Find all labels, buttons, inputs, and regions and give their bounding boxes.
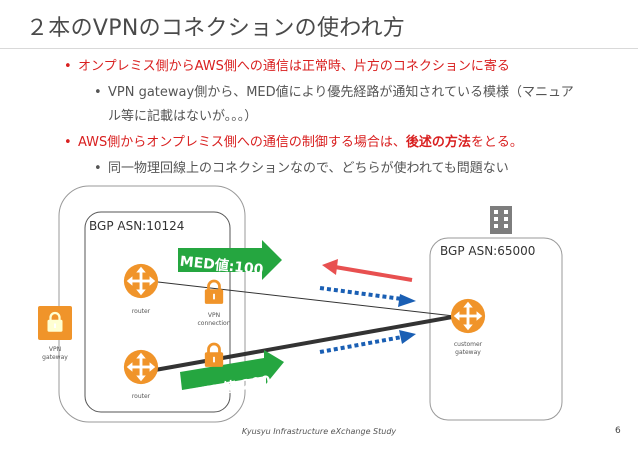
- footer-text: Kyusyu Infrastructure eXchange Study: [241, 427, 397, 436]
- vpn-gateway-label-1: VPN: [49, 346, 61, 353]
- blue-dotted-arrow-bottom: [319, 330, 416, 354]
- bullet-2-1-text: 同一物理回線上のコネクションなので、どちらが使われても問題ない: [108, 161, 509, 176]
- bullet-1-1: • VPN gateway側から、MED値により優先経路が通知されている模様（マ…: [94, 84, 574, 102]
- onprem-box: [429, 237, 563, 421]
- lock-icon: [203, 342, 225, 369]
- bullet-dot: •: [64, 135, 72, 150]
- bullet-1-text: オンプレミス側からAWS側への通信は正常時、片方のコネクションに寄る: [78, 59, 510, 74]
- router-bottom-label: router: [132, 393, 151, 400]
- bullet-2-1: • 同一物理回線上のコネクションなので、どちらが使われても問題ない: [94, 160, 509, 178]
- bullet-dot: •: [94, 161, 102, 176]
- bullet-2: • AWS側からオンプレミス側への通信の制御する場合は、後述の方法をとる。: [64, 134, 523, 152]
- router-icon: [123, 263, 159, 299]
- red-arrow: [322, 259, 413, 282]
- building-icon: [490, 206, 512, 234]
- bullet-1: • オンプレミス側からAWS側への通信は正常時、片方のコネクションに寄る: [64, 58, 510, 76]
- aws-asn-label: BGP ASN:10124: [89, 219, 184, 233]
- bullet-2-text: AWS側からオンプレミス側への通信の制御する場合は、: [78, 135, 406, 150]
- vpn-connection-label-1: VPN: [208, 312, 220, 319]
- bullet-2-emphasis: 後述の方法: [405, 135, 471, 150]
- bullet-dot: •: [94, 85, 102, 100]
- onprem-asn-label: BGP ASN:65000: [440, 244, 535, 258]
- bullet-1-1-text-cont: ル等に記載はないが。。。）: [108, 109, 258, 124]
- lock-icon: [203, 279, 225, 306]
- customer-gateway-label-2: gateway: [455, 349, 481, 356]
- bullet-dot: •: [64, 59, 72, 74]
- vpn-connection-label-2: connection: [197, 320, 230, 327]
- bullet-1-1-cont: ル等に記載はないが。。。）: [108, 108, 257, 126]
- bullet-2-text-end: をとる。: [470, 135, 523, 150]
- vpc-box: [84, 211, 231, 413]
- vpn-gateway-label-2: gateway: [42, 354, 68, 361]
- router-icon: [450, 298, 486, 334]
- router-icon: [123, 349, 159, 385]
- page-title: ２本のVPNのコネクションの使われ方: [26, 16, 406, 41]
- aws-region-box: [58, 185, 246, 423]
- page-number: 6: [615, 426, 621, 436]
- router-top-label: router: [132, 308, 151, 315]
- blue-dotted-arrow-top: [319, 286, 416, 307]
- bullet-1-1-text: VPN gateway側から、MED値により優先経路が通知されている模様（マニュ…: [108, 85, 574, 100]
- customer-gateway-label-1: customer: [454, 341, 483, 348]
- title-divider: [0, 48, 638, 49]
